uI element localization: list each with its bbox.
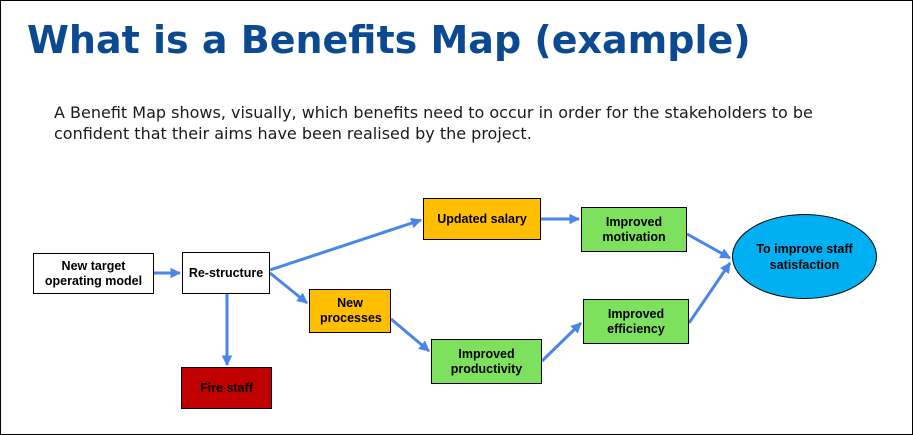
- arrow-restructure-to-salary: [269, 217, 423, 272]
- arrow-productivity-to-efficiency: [540, 321, 583, 363]
- node-goal-staff-satisfaction: To improve staff satisfaction: [732, 214, 877, 299]
- node-improved-productivity: Improved productivity: [431, 339, 542, 384]
- arrow-efficiency-to-goal: [687, 262, 732, 324]
- arrow-restructure-to-processes: [269, 271, 308, 305]
- arrow-processes-to-productivity: [390, 317, 430, 353]
- node-new-target-operating-model: New target operating model: [33, 253, 154, 294]
- node-improved-motivation: Improved motivation: [581, 207, 687, 252]
- node-improved-efficiency: Improved efficiency: [583, 299, 689, 344]
- node-new-processes: New processes: [309, 289, 391, 333]
- node-fire-staff: Fire staff: [181, 367, 272, 409]
- arrow-motivation-to-goal: [686, 232, 731, 260]
- page-title: What is a Benefits Map (example): [27, 18, 751, 62]
- description-text: A Benefit Map shows, visually, which ben…: [54, 103, 813, 143]
- node-updated-salary: Updated salary: [423, 198, 541, 240]
- node-restructure: Re-structure: [182, 252, 270, 294]
